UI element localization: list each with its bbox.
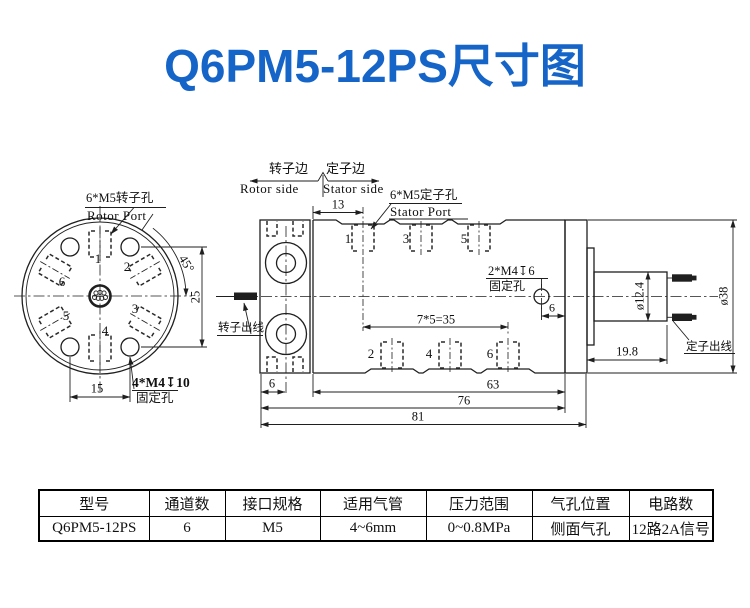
port-number: 6 bbox=[58, 274, 66, 290]
dim-63: 63 bbox=[486, 377, 500, 392]
value-circuits: 12路2A信号 bbox=[628, 516, 714, 542]
dim-81: 81 bbox=[411, 409, 425, 424]
page-title: Q6PM5-12PS尺寸图 bbox=[164, 40, 586, 92]
dim-15: 15 bbox=[90, 381, 104, 396]
header-pressure: 压力范围 bbox=[425, 489, 533, 517]
header-model: 型号 bbox=[38, 489, 150, 517]
body-fixing-hole-label-cn: 固定孔 bbox=[489, 279, 526, 293]
value-interface: M5 bbox=[224, 516, 321, 542]
port-marker bbox=[88, 331, 112, 365]
front-view bbox=[14, 206, 207, 402]
header-channels: 通道数 bbox=[148, 489, 226, 517]
dim-19-8: 19.8 bbox=[616, 344, 638, 359]
rotor-wire-label: 转子出线 bbox=[218, 322, 264, 334]
center-hub-icon bbox=[88, 284, 112, 308]
rotor-side-label-cn: 转子边 bbox=[269, 161, 309, 176]
fixing-hole-label-cn: 固定孔 bbox=[136, 391, 174, 405]
header-tube: 适用气管 bbox=[319, 489, 427, 517]
port-number: 6 bbox=[486, 346, 494, 362]
port-marker bbox=[127, 304, 163, 340]
port-marker bbox=[496, 338, 520, 372]
dim-76: 76 bbox=[457, 393, 471, 408]
port-marker bbox=[351, 221, 375, 255]
port-number: 5 bbox=[62, 308, 70, 324]
port-marker bbox=[127, 252, 163, 288]
dim-dia-38: ø38 bbox=[716, 286, 731, 306]
stator-port-label-cn: 6*M5定子孔 bbox=[390, 188, 458, 202]
rotor-port-label-cn: 6*M5转子孔 bbox=[86, 191, 154, 205]
spec-header-row: 型号 通道数 接口规格 适用气管 压力范围 气孔位置 电路数 bbox=[38, 489, 714, 517]
header-circuits: 电路数 bbox=[628, 489, 714, 517]
value-pressure: 0~0.8MPa bbox=[425, 516, 533, 542]
value-port-position: 侧面气孔 bbox=[531, 516, 630, 542]
value-tube: 4~6mm bbox=[319, 516, 427, 542]
dim-6-fix: 6 bbox=[549, 300, 555, 315]
port-marker bbox=[467, 221, 491, 255]
port-marker bbox=[37, 304, 73, 340]
fixing-hole-label: 4*M4↧10 bbox=[132, 375, 190, 390]
value-model: Q6PM5-12PS bbox=[38, 516, 150, 542]
spec-data-row: Q6PM5-12PS 6 M5 4~6mm 0~0.8MPa 侧面气孔 12路2… bbox=[38, 516, 714, 542]
port-marker bbox=[438, 338, 462, 372]
header-interface: 接口规格 bbox=[224, 489, 321, 517]
port-number: 4 bbox=[101, 323, 109, 339]
port-number: 2 bbox=[123, 259, 131, 275]
stator-side-label-en: Stator side bbox=[323, 181, 384, 196]
stator-side-label-cn: 定子边 bbox=[326, 161, 366, 176]
port-number: 2 bbox=[367, 346, 375, 362]
dim-25: 25 bbox=[188, 290, 203, 304]
side-view bbox=[216, 171, 737, 428]
dimension-drawing bbox=[14, 171, 737, 428]
port-marker bbox=[380, 338, 404, 372]
port-number: 1 bbox=[94, 251, 102, 267]
dim-6-flange: 6 bbox=[268, 376, 276, 391]
dim-13: 13 bbox=[331, 197, 345, 212]
port-number: 3 bbox=[402, 231, 410, 247]
rotor-port-label-en: Rotor Port bbox=[87, 208, 147, 223]
port-number: 1 bbox=[344, 231, 352, 247]
stator-port-label-en: Stator Port bbox=[390, 204, 452, 219]
spec-table: 型号 通道数 接口规格 适用气管 压力范围 气孔位置 电路数 Q6PM5-12P… bbox=[38, 489, 714, 542]
value-channels: 6 bbox=[148, 516, 226, 542]
port-number: 4 bbox=[425, 346, 433, 362]
rotor-side-label-en: Rotor side bbox=[240, 181, 299, 196]
body-fixing-hole-label: 2*M4↧6 bbox=[488, 264, 535, 278]
header-port-position: 气孔位置 bbox=[531, 489, 630, 517]
stator-wire-label: 定子出线 bbox=[686, 341, 732, 353]
port-marker bbox=[88, 227, 112, 261]
port-number: 5 bbox=[460, 231, 468, 247]
port-marker bbox=[37, 252, 73, 288]
port-number: 3 bbox=[131, 301, 139, 317]
dim-7x5: 7*5=35 bbox=[416, 312, 456, 327]
dim-dia-12-4: ø12.4 bbox=[632, 281, 647, 311]
port-marker bbox=[409, 221, 433, 255]
stator-wire-icon bbox=[667, 274, 697, 321]
